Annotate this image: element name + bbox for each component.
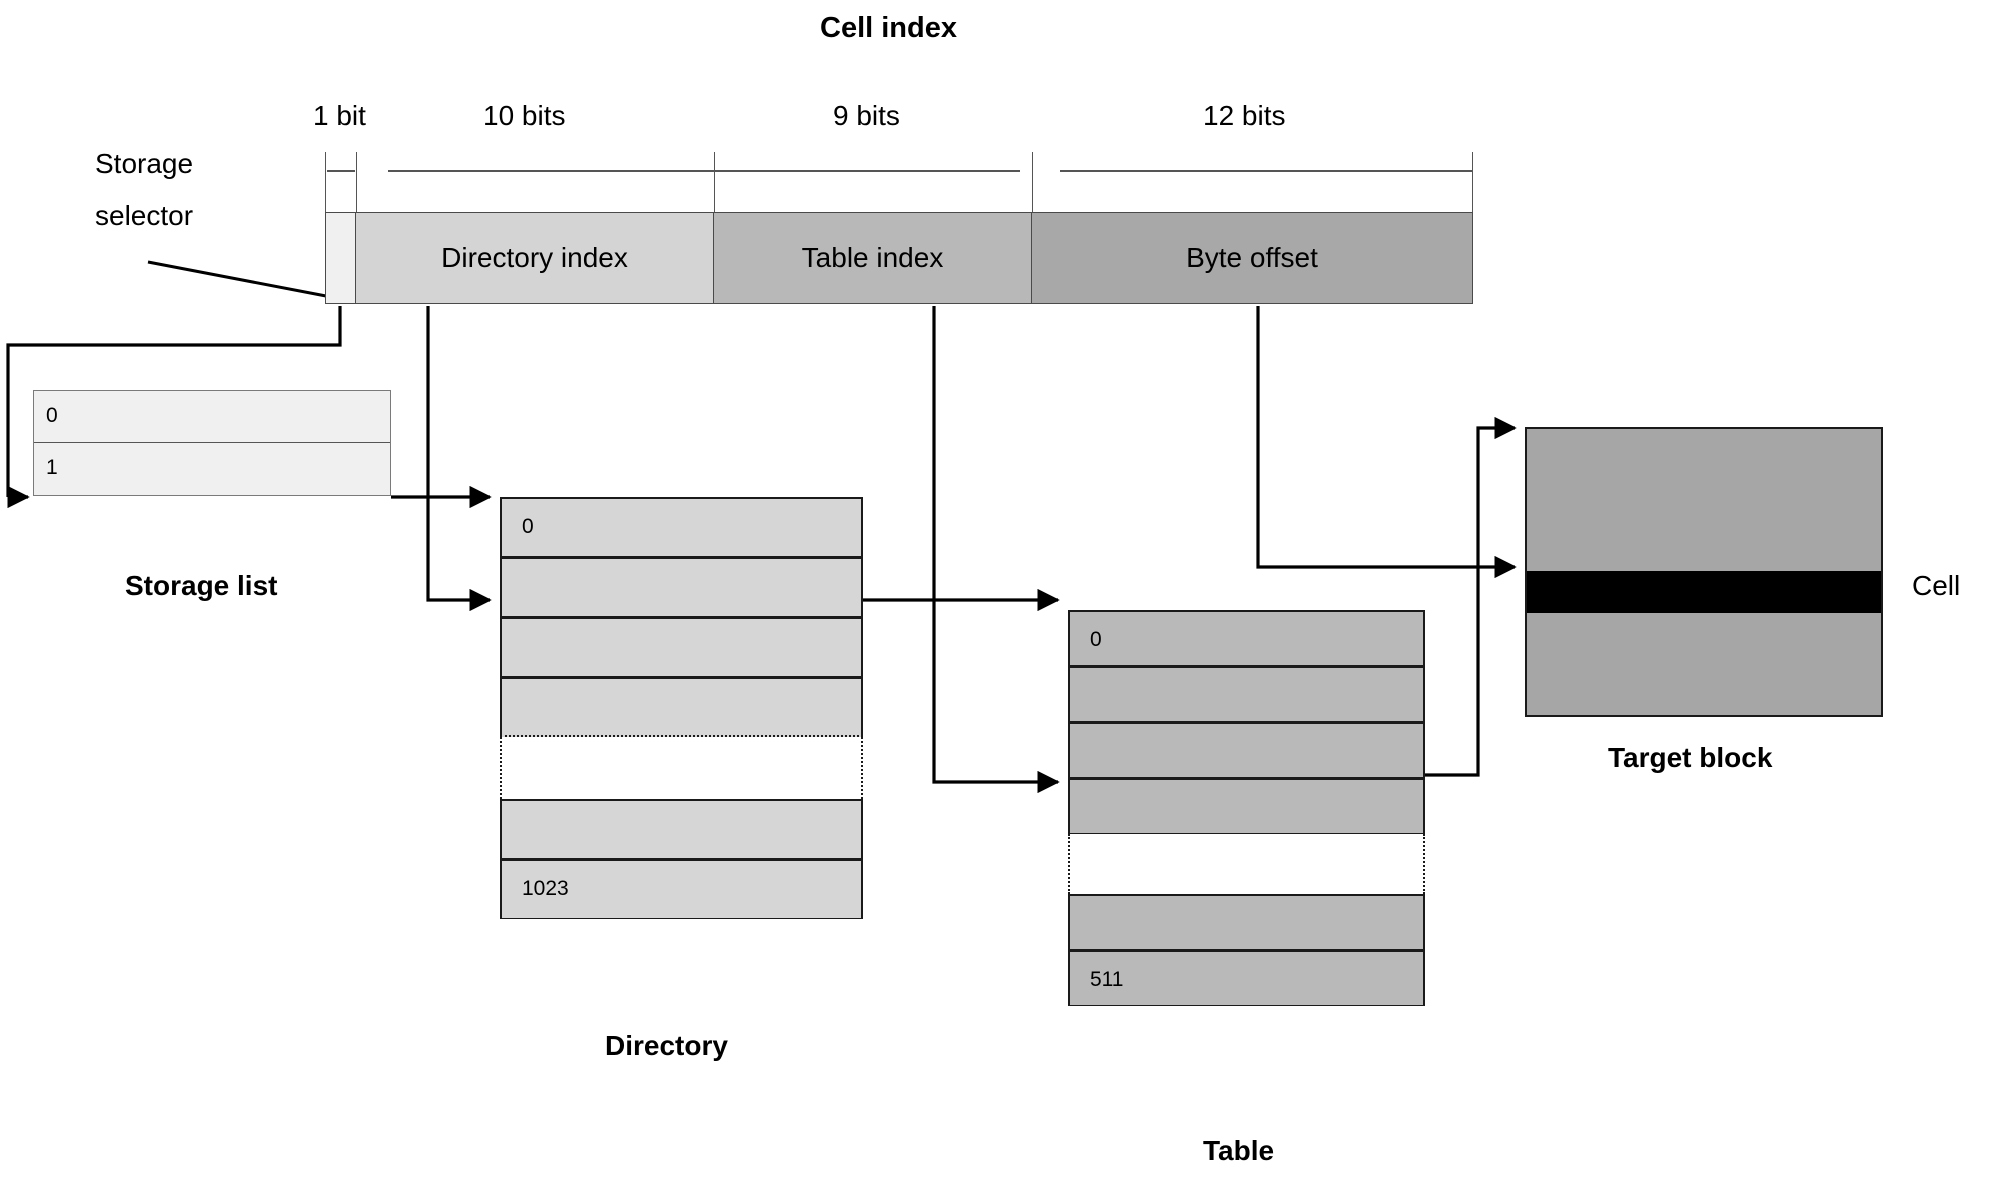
cell-index-segment-byte-offset[interactable]: Byte offset [1032, 213, 1472, 303]
storage-list-row[interactable]: 1 [34, 443, 390, 495]
page-title: Cell index [820, 12, 957, 44]
directory-row[interactable] [500, 799, 863, 859]
tick-boundary-1 [356, 152, 357, 214]
storage-selector-label-line1: Storage [95, 148, 194, 179]
cell-index-segment-table-index[interactable]: Table index [714, 213, 1032, 303]
bitwidth-label-table-index: 9 bits [833, 100, 900, 131]
table-row[interactable] [1068, 894, 1425, 950]
cell-index-segment-storage-selector[interactable] [326, 213, 356, 303]
storage-list-row-index: 0 [46, 404, 58, 427]
wire-dirindex-to-directory [426, 306, 492, 612]
bitwidth-label-directory-index: 10 bits [483, 100, 566, 131]
directory-elision-gap [500, 737, 863, 799]
storage-list: 0 1 [33, 390, 391, 496]
target-block-upper-region [1527, 429, 1881, 571]
bitwidth-label-byte-offset: 12 bits [1203, 100, 1286, 131]
table-row-index: 511 [1090, 968, 1124, 991]
cell-label: Cell [1912, 570, 1961, 601]
table-caption: Table [1203, 1135, 1275, 1166]
wire-table-to-targetblock [1425, 416, 1517, 777]
table-row[interactable] [1068, 666, 1425, 722]
storage-selector-label-line2: selector [95, 200, 194, 231]
target-block-lower-region [1527, 613, 1881, 715]
tick-boundary-2 [714, 152, 715, 214]
cell-index-segment-directory-index[interactable]: Directory index [356, 213, 714, 303]
storage-list-caption: Storage list [125, 570, 278, 601]
tick-boundary-3 [1032, 152, 1033, 214]
directory-table: 0 1023 [500, 497, 863, 919]
rule-directory-index [388, 170, 712, 172]
directory-row[interactable] [500, 617, 863, 677]
table-row-index: 0 [1090, 628, 1102, 651]
directory-row[interactable]: 1023 [500, 859, 863, 919]
rule-table-index [706, 170, 1020, 172]
table-row[interactable]: 511 [1068, 950, 1425, 1006]
table-row[interactable] [1068, 722, 1425, 778]
rule-byte-offset [1060, 170, 1472, 172]
directory-row-index: 0 [522, 515, 534, 538]
target-block [1525, 427, 1883, 717]
directory-row-index: 1023 [522, 877, 569, 900]
cell-index-bar: Directory index Table index Byte offset [325, 212, 1473, 304]
directory-row[interactable] [500, 677, 863, 737]
page-table: 0 511 [1068, 610, 1425, 1006]
rule-storage-selector [327, 170, 355, 172]
storage-list-row-index: 1 [46, 456, 58, 479]
table-elision-gap [1068, 834, 1425, 894]
tick-boundary-4 [1472, 152, 1473, 214]
table-row[interactable]: 0 [1068, 610, 1425, 666]
wire-tableindex-to-table [932, 306, 1060, 794]
bitwidth-label-storage-selector: 1 bit [313, 100, 366, 131]
storage-selector-leader [147, 260, 327, 298]
storage-list-row[interactable]: 0 [34, 391, 390, 443]
directory-caption: Directory [605, 1030, 728, 1061]
target-block-caption: Target block [1608, 742, 1773, 773]
wire-byteoffset-to-targetblock [1256, 306, 1517, 579]
target-block-cell-stripe[interactable] [1527, 571, 1881, 613]
directory-row[interactable] [500, 557, 863, 617]
tick-boundary-0 [325, 152, 326, 214]
directory-row[interactable]: 0 [500, 497, 863, 557]
table-row[interactable] [1068, 778, 1425, 834]
